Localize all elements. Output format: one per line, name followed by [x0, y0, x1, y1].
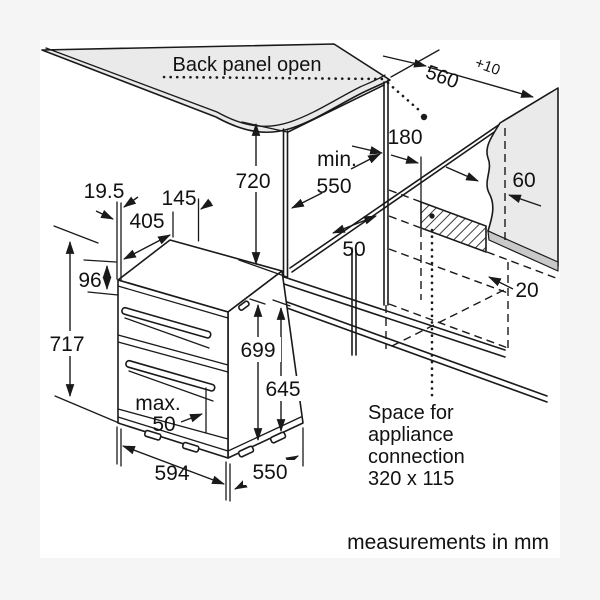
- dim-rear-gap: 20: [515, 279, 538, 302]
- dim-niche-height: 720: [235, 170, 270, 193]
- connection-space-hatch: [420, 200, 487, 254]
- dim-control-height: 96: [78, 269, 101, 292]
- side-panel-bottom-edge: [487, 230, 559, 272]
- oven-handle-lower: [125, 359, 216, 392]
- connection-note-line2: appliance: [368, 424, 454, 446]
- connection-space: [420, 200, 487, 254]
- dim-front-overhang: 19.5: [84, 180, 125, 203]
- annotations: Back panel open 560 +10 720 min. 550 180…: [49, 54, 549, 554]
- dim-oven-height: 717: [49, 333, 84, 356]
- dim-plinth-recess-max: 50: [152, 413, 175, 436]
- connection-point-dot: [429, 213, 435, 219]
- dim-body-height-front: 699: [240, 339, 275, 362]
- oven-side-grip: [238, 300, 250, 311]
- back-panel-reference: [162, 75, 434, 402]
- connection-note-line3: connection: [368, 446, 465, 468]
- dim-top-depth-front: 145: [161, 187, 196, 210]
- side-panel-right: [486, 87, 559, 272]
- connection-note-line4: 320 x 115: [368, 468, 454, 490]
- dim-body-height-rear: 645: [265, 378, 300, 401]
- oven-handle-upper: [121, 306, 212, 339]
- units-note: measurements in mm: [347, 531, 549, 554]
- dim-top-depth-rear: 405: [129, 210, 164, 233]
- reference-dot: [420, 113, 428, 121]
- dim-niche-depth-min: 550: [316, 175, 351, 198]
- dim-niche-depth-min-prefix: min.: [317, 148, 357, 171]
- oven-foot: [237, 445, 255, 458]
- back-panel-label: Back panel open: [172, 54, 321, 76]
- connection-note-line1: Space for: [368, 402, 454, 424]
- oven-front-face: [117, 279, 229, 459]
- dim-plinth-max-prefix: max.: [135, 392, 181, 415]
- dim-oven-depth: 550: [252, 461, 287, 484]
- dim-shelf-recess: 50: [342, 238, 365, 261]
- dim-side-clearance: 60: [512, 169, 535, 192]
- dim-oven-width: 594: [154, 462, 189, 485]
- extension-lines: [53, 49, 552, 502]
- oven-foot: [143, 429, 162, 441]
- dim-connection-offset: 180: [387, 126, 422, 149]
- niche-cabinet: [282, 79, 557, 403]
- oven-foot: [269, 431, 287, 444]
- worktop-edge-line: [45, 47, 386, 127]
